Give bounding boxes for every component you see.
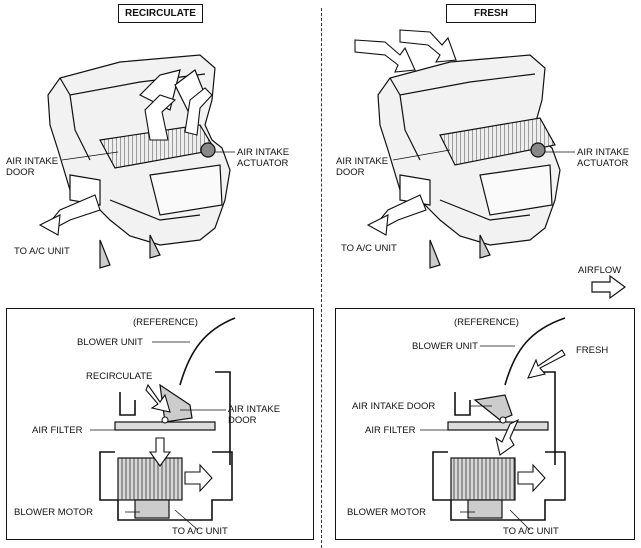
left-reference-air-intake-door: AIR INTAKE DOOR bbox=[228, 404, 280, 426]
left-air-intake-door-label: AIR INTAKE DOOR bbox=[6, 156, 58, 178]
right-reference-blower-unit: BLOWER UNIT bbox=[412, 341, 478, 352]
right-reference-title: (REFERENCE) bbox=[454, 317, 519, 328]
right-reference-schematic bbox=[432, 317, 566, 521]
right-air-intake-actuator-label: AIR INTAKE ACTUATOR bbox=[577, 147, 629, 169]
left-to-ac-unit-label: TO A/C UNIT bbox=[14, 246, 70, 257]
right-reference-air-filter: AIR FILTER bbox=[365, 425, 416, 436]
right-to-ac-unit-label: TO A/C UNIT bbox=[341, 243, 397, 254]
left-reference-schematic bbox=[99, 317, 236, 521]
left-air-intake-actuator-text: AIR INTAKE ACTUATOR bbox=[237, 147, 290, 169]
left-reference-arrows bbox=[145, 383, 213, 493]
right-reference-leaders bbox=[420, 345, 531, 531]
right-air-intake-door-text: AIR INTAKE DOOR bbox=[336, 156, 389, 178]
left-reference-leaders bbox=[90, 341, 226, 531]
left-blower-unit-illustration bbox=[47, 54, 231, 269]
left-reference-title: (REFERENCE) bbox=[133, 317, 198, 328]
right-panel-title: FRESH bbox=[446, 4, 536, 23]
right-reference-blower-motor: BLOWER MOTOR bbox=[347, 507, 426, 518]
right-reference-to-ac-unit: TO A/C UNIT bbox=[503, 526, 559, 537]
airflow-legend-label: AIRFLOW bbox=[578, 265, 622, 276]
left-reference-frame bbox=[6, 308, 314, 540]
right-reference-frame bbox=[335, 308, 635, 540]
right-air-intake-actuator-text: AIR INTAKE ACTUATOR bbox=[577, 147, 630, 169]
left-reference-air-intake-door-text: AIR INTAKE DOOR bbox=[228, 404, 281, 426]
top-leader-lines bbox=[61, 149, 575, 161]
left-reference-recirculate: RECIRCULATE bbox=[86, 371, 153, 382]
panel-divider bbox=[321, 8, 322, 548]
left-recirculate-flow-arrows bbox=[38, 87, 213, 236]
left-air-intake-actuator-label: AIR INTAKE ACTUATOR bbox=[237, 147, 289, 169]
left-reference-blower-unit: BLOWER UNIT bbox=[77, 337, 143, 348]
right-reference-air-intake-door: AIR INTAKE DOOR bbox=[352, 401, 436, 412]
left-reference-air-filter: AIR FILTER bbox=[32, 425, 83, 436]
left-reference-blower-motor: BLOWER MOTOR bbox=[14, 507, 93, 518]
right-reference-fresh: FRESH bbox=[576, 345, 609, 356]
right-air-intake-door-label: AIR INTAKE DOOR bbox=[336, 156, 388, 178]
left-reference-to-ac-unit: TO A/C UNIT bbox=[172, 526, 228, 537]
right-reference-arrows bbox=[495, 349, 566, 493]
right-fresh-flow-arrows bbox=[354, 29, 457, 236]
left-air-intake-door-text: AIR INTAKE DOOR bbox=[6, 156, 59, 178]
airflow-legend-arrow bbox=[591, 274, 627, 300]
left-panel-title: RECIRCULATE bbox=[118, 4, 203, 23]
right-blower-unit-illustration bbox=[377, 54, 561, 269]
